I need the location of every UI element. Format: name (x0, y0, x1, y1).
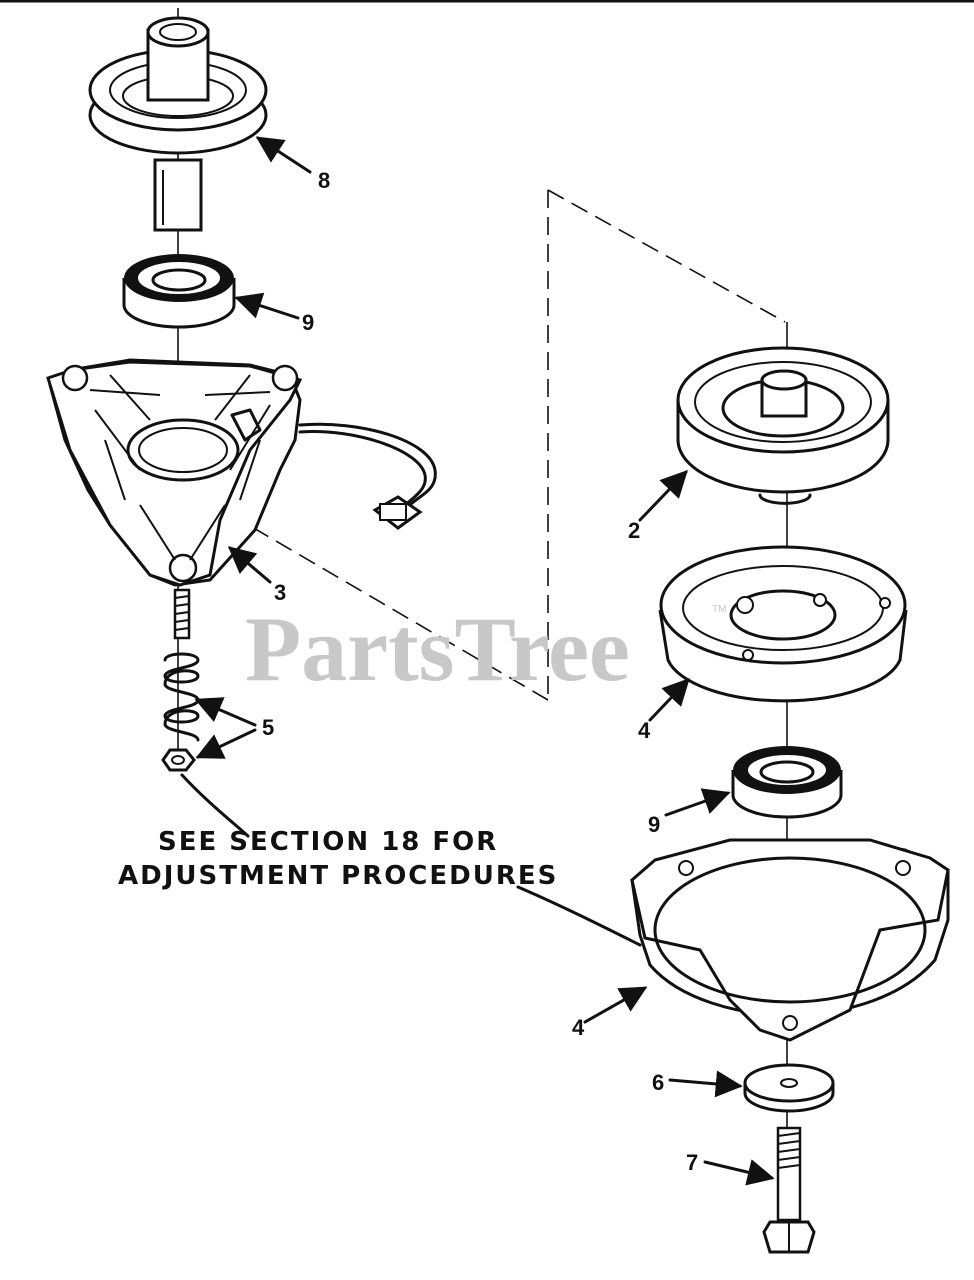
guard-part (630, 838, 950, 1042)
nut-part (161, 748, 196, 772)
note-line-1: SEE SECTION 18 FOR (158, 827, 498, 857)
callout-2: 2 (628, 518, 640, 543)
bearing-bottom-part (731, 746, 843, 819)
threaded-stud (173, 588, 191, 640)
bolt-part (762, 1126, 816, 1254)
callout-4-upper: 4 (638, 718, 651, 743)
spring-part (163, 652, 200, 742)
callout-7: 7 (686, 1150, 698, 1175)
rotor-part (676, 346, 890, 505)
callout-6: 6 (652, 1070, 664, 1095)
callout-4-lower: 4 (572, 1015, 585, 1040)
callout-5: 5 (262, 715, 274, 740)
watermark-text: PartsTree (245, 598, 630, 700)
note-line-2: ADJUSTMENT PROCEDURES (118, 861, 558, 891)
callout-3: 3 (274, 580, 286, 605)
armature-part (658, 545, 908, 703)
callout-8: 8 (318, 168, 330, 193)
watermark-tm: TM (712, 604, 726, 615)
bearing-top-part (122, 254, 236, 329)
washer-part (743, 1063, 835, 1113)
leader-lines (180, 136, 775, 1186)
housing-part (46, 358, 437, 587)
callout-9-top: 9 (302, 310, 314, 335)
callout-9-bottom: 9 (648, 812, 660, 837)
pulley-part (88, 16, 268, 232)
assembly-path-dashed (239, 189, 786, 701)
